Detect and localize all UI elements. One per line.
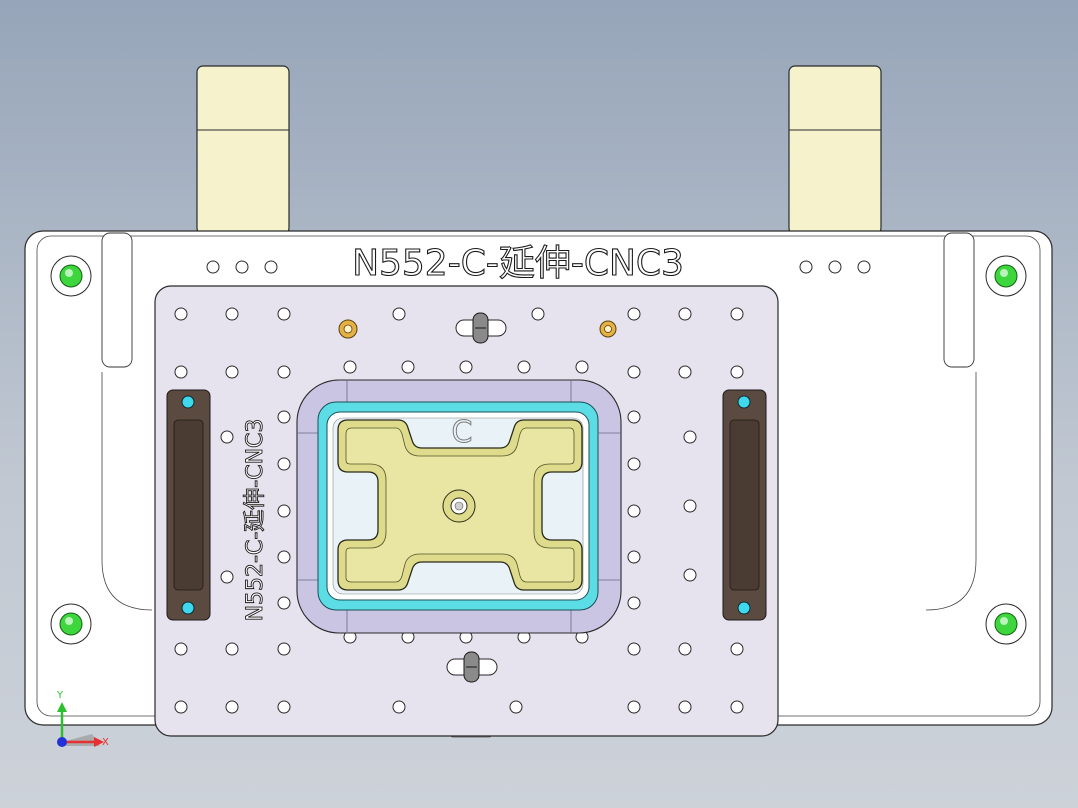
right-clamp — [722, 389, 767, 621]
top-hole-group-right — [799, 260, 871, 274]
right-post — [788, 65, 882, 235]
green-locator-pin — [50, 255, 92, 297]
x-axis-label: X — [102, 737, 109, 748]
brass-insert — [599, 320, 617, 338]
green-locator-pin — [985, 255, 1027, 297]
pocket-ghost-text: C — [452, 415, 473, 450]
y-axis-label: Y — [56, 690, 64, 701]
olive-workpiece — [337, 419, 583, 591]
side-part-label: N552-C-延伸-CNC3 — [243, 419, 268, 622]
plate-hole-grid — [174, 307, 744, 714]
slot-screw-top — [455, 312, 507, 344]
slot-screw-bottom — [446, 651, 498, 683]
left-post — [196, 65, 290, 235]
brass-insert — [338, 319, 358, 339]
axis-triad: Y X — [56, 690, 109, 748]
green-locator-pin — [50, 603, 92, 645]
top-part-label: N552-C-延伸-CNC3 — [352, 243, 684, 284]
top-hole-group-left — [206, 260, 278, 274]
left-clamp — [166, 389, 211, 621]
green-locator-pin — [985, 603, 1027, 645]
